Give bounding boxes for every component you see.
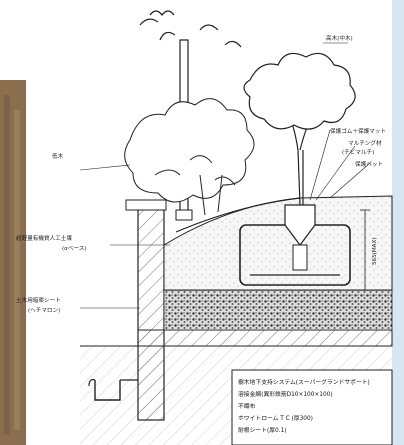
left-building-photo-strip <box>0 80 26 445</box>
label-shrub: 低木 <box>52 152 64 160</box>
right-sky-photo-strip <box>392 0 404 445</box>
shrub-drawing <box>124 98 255 216</box>
label-drain-sheet: 土木用暗渠シート <box>16 296 61 304</box>
gravel-drainage-layer <box>163 289 393 331</box>
tree-support-frame <box>239 204 351 286</box>
label-protective-rubber: 保護ゴム＋保護マット <box>330 127 386 135</box>
artificial-soil-layer <box>163 195 393 291</box>
leader-lines <box>79 42 371 309</box>
label-artificial-soil-sub: (αベース) <box>62 245 87 252</box>
note-line-5: 耐根シート(厚0.1) <box>238 426 287 434</box>
label-tall-tree: 高木(中木) <box>326 34 353 42</box>
spec-note-box: 樹木地下支持システム(スーパーグランドサポート) 溶接金網(異形鉄筋D10×10… <box>231 369 393 445</box>
note-line-3: 不織布 <box>238 402 256 410</box>
note-line-4: ホワイトローム T C (厚300) <box>238 415 313 422</box>
tall-tree-drawing <box>139 10 356 206</box>
label-protective-pad: 保護パット <box>355 160 383 168</box>
drain-gutter <box>88 379 138 401</box>
note-line-1: 樹木地下支持システム(スーパーグランドサポート) <box>238 378 370 386</box>
label-drain-sheet-sub: (ヘチマロン) <box>28 307 60 314</box>
depth-dim-label: 565(MAX) <box>372 237 378 265</box>
note-line-2: 溶接金網(異形鉄筋D10×100×100) <box>238 390 333 398</box>
label-artificial-soil: 超軽量有機質人工土壌 <box>16 234 72 242</box>
depth-dimension: 565(MAX) <box>360 209 378 291</box>
label-mulching-sub: (チビマルチ) <box>342 148 374 156</box>
label-mulching: マルチング材 <box>348 139 382 147</box>
